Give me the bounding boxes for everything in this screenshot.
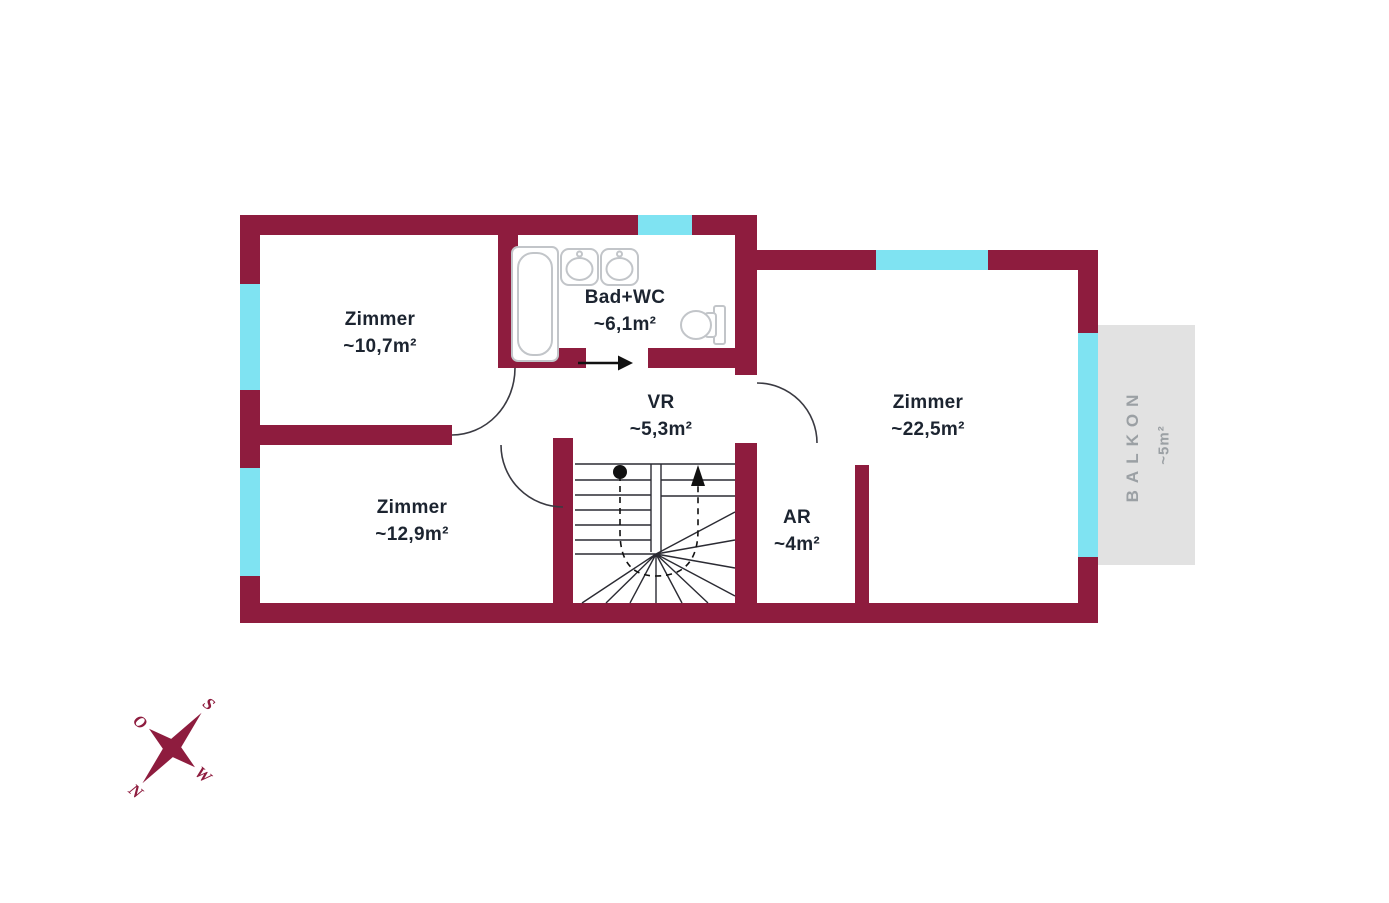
room-name: AR (782, 507, 812, 528)
door-arc-zimmer-3 (500, 444, 564, 508)
window-top-bath (638, 215, 692, 235)
room-area: ~10,7m² (343, 336, 417, 357)
room-name: Bad+WC (584, 287, 666, 308)
wall-ar-divider (855, 465, 869, 603)
room-name: Zimmer (892, 392, 964, 413)
room-name: Zimmer (376, 497, 448, 518)
wall-bottom (240, 603, 1098, 623)
room-area: ~12,9m² (375, 524, 449, 545)
window-balcony-door (1078, 333, 1098, 557)
room-label-vr: VR ~5,3m² (541, 389, 781, 443)
room-label-zimmer-3: Zimmer ~12,9m² (292, 494, 532, 548)
balcony-area-label: ~5m² (1155, 425, 1173, 465)
stair-up-arrow-icon (691, 465, 705, 486)
compass-west-label: W (191, 763, 216, 788)
stair-start-dot (613, 465, 627, 479)
room-area: ~5,3m² (629, 419, 693, 440)
wall-bath-south-east (648, 348, 757, 368)
compass-east-label: O (129, 711, 151, 733)
balcony-area (1098, 325, 1195, 565)
room-label-ar: AR ~4m² (677, 504, 917, 558)
room-area: ~6,1m² (593, 314, 657, 335)
room-name: Zimmer (344, 309, 416, 330)
room-name: VR (647, 392, 675, 413)
compass-north-label: N (124, 779, 147, 803)
compass-rose-icon: S N O W (124, 694, 219, 803)
room-label-zimmer-2: Zimmer ~22,5m² (808, 389, 1048, 443)
staircase (575, 463, 736, 604)
compass-south-label: S (199, 694, 218, 715)
washbasin-icon (600, 248, 639, 286)
toilet-icon (680, 305, 726, 345)
window-west-upper (240, 284, 260, 390)
stair-walk-line (619, 475, 699, 577)
room-area: ~4m² (773, 534, 821, 555)
room-label-bad-wc: Bad+WC ~6,1m² (505, 284, 745, 338)
wall-stair-west (553, 438, 573, 603)
wall-rooms-divider (260, 425, 452, 445)
balcony-name-label: BALKON (1123, 387, 1142, 503)
door-arc-zimmer-1 (451, 367, 516, 436)
window-top-zimmer (876, 250, 988, 270)
bathtub-icon (511, 246, 559, 362)
wall-top-left (240, 215, 757, 235)
room-area: ~22,5m² (891, 419, 965, 440)
window-west-lower (240, 468, 260, 576)
entrance-arrow-icon (578, 355, 633, 371)
washbasin-icon (560, 248, 599, 286)
room-label-zimmer-1: Zimmer ~10,7m² (260, 306, 500, 360)
door-arc-zimmer-2 (756, 382, 818, 444)
wall-vr-east-upper (735, 270, 757, 375)
wall-vr-east-lower (735, 443, 757, 603)
